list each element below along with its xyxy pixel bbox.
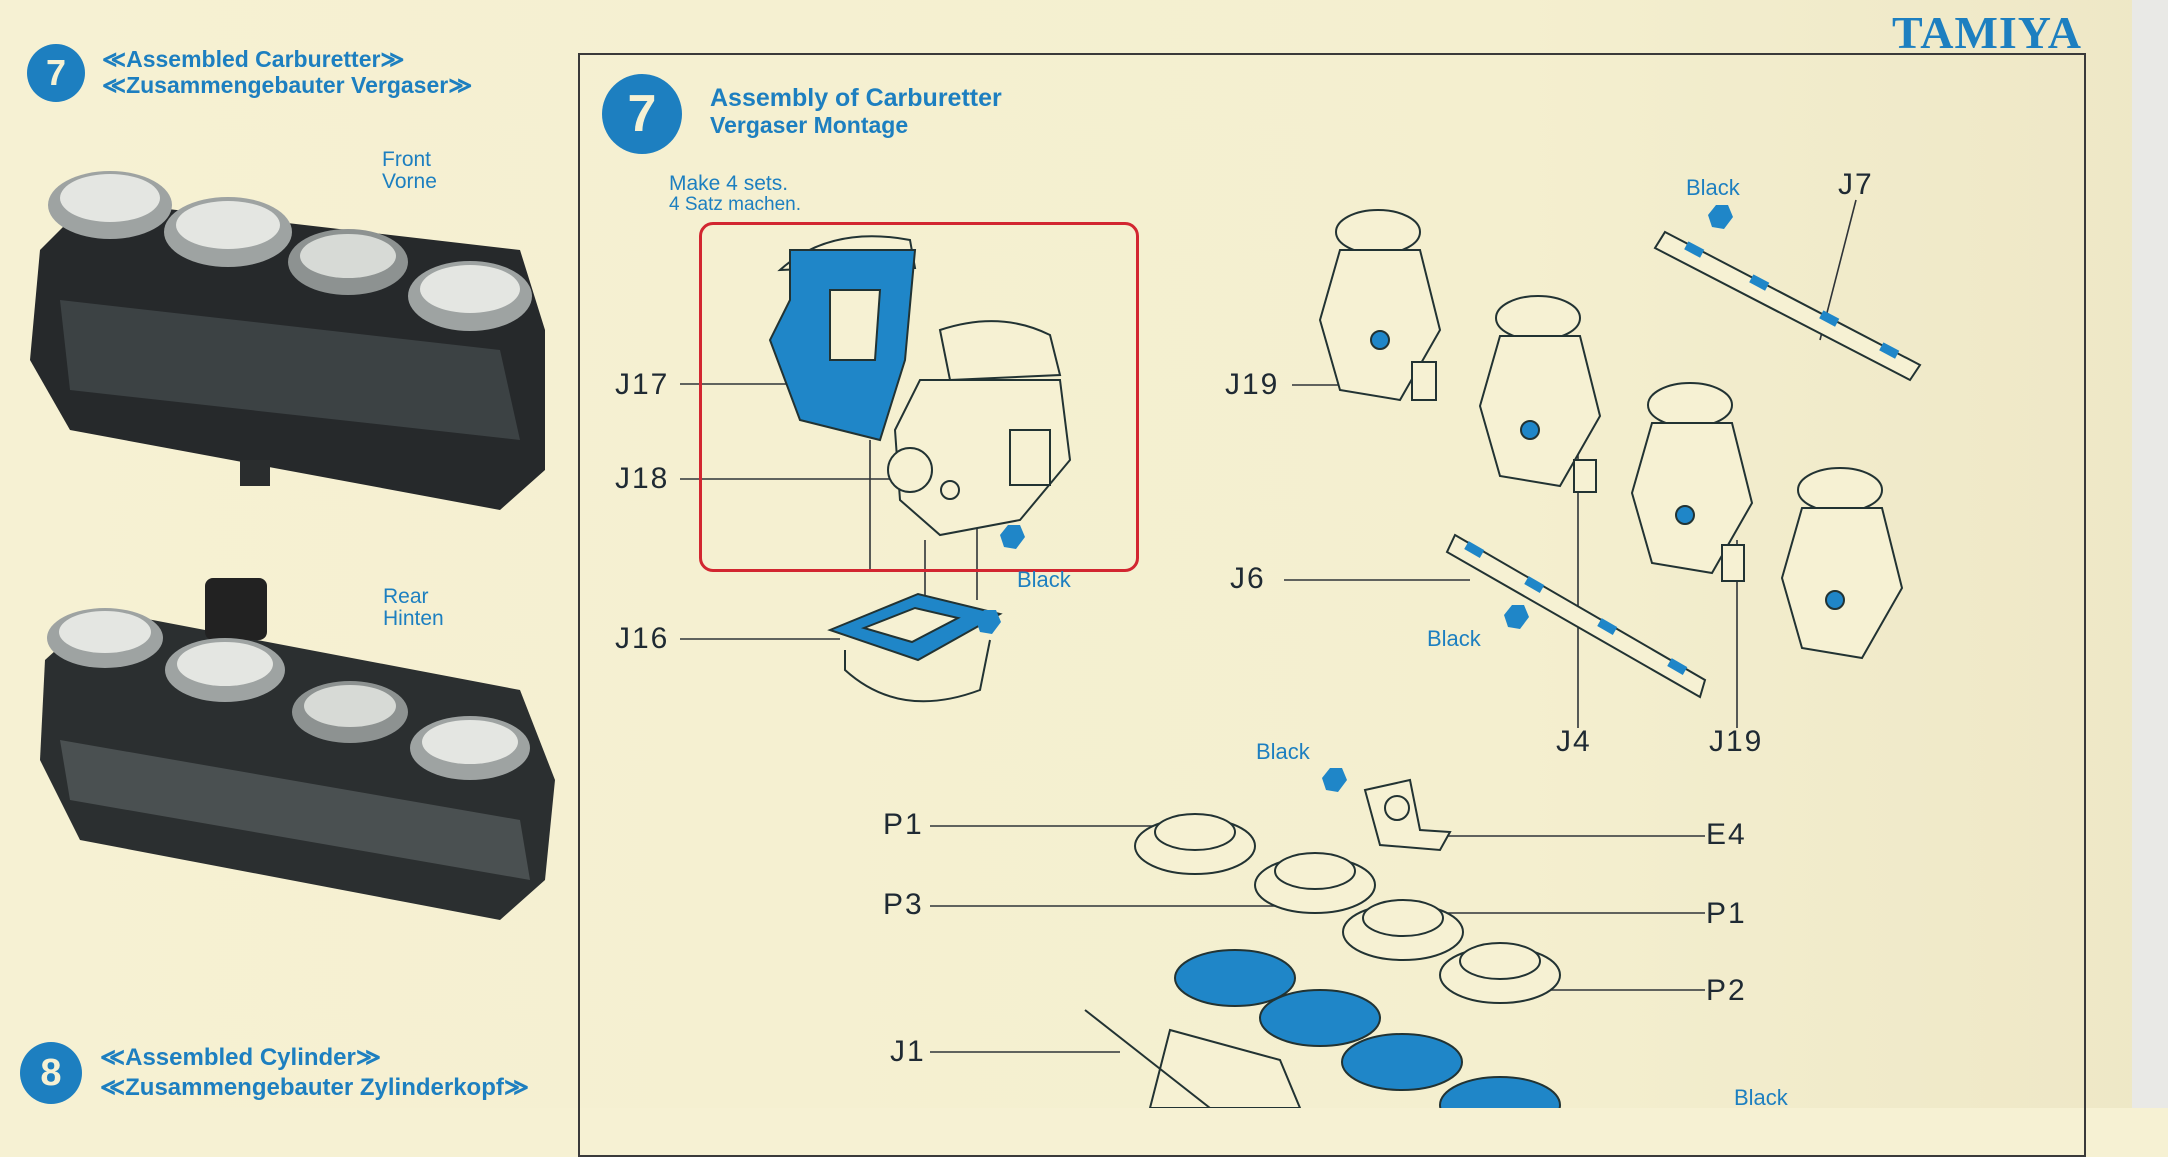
part-j7-drawing [1653,230,1922,382]
part-j16-drawing [827,592,1003,703]
part-label-p2: P2 [1706,974,1747,1007]
section-7-title-en: ≪Assembled Carburetter≫ [102,46,405,72]
part-label-j19-top: J19 [1225,368,1280,401]
callout-black-j7: Black [1686,175,1740,200]
section-8-title-de: ≪Zusammengebauter Zylinderkopf≫ [100,1074,529,1101]
step-title-en: Assembly of Carburetter [710,84,1002,112]
part-label-j17: J17 [615,368,670,401]
part-label-j19-bottom: J19 [1709,725,1764,758]
part-label-j1: J1 [890,1035,926,1068]
front-carburetter-photo [30,171,545,510]
front-label-en: Front [382,148,432,171]
note-en: Make 4 sets. [669,172,789,195]
part-label-j7: J7 [1838,168,1874,201]
callout-black-body: Black [1017,567,1071,592]
part-label-j16: J16 [615,622,670,655]
front-label-de: Vorne [382,170,437,193]
assembly-diagram [680,199,1922,1108]
section-7-title-de: ≪Zusammengebauter Vergaser≫ [102,72,473,98]
part-label-e4: E4 [1706,818,1747,851]
section-8-title-en: ≪Assembled Cylinder≫ [100,1044,381,1071]
diaphragm-stack-drawing [1084,813,1561,1108]
part-label-j18: J18 [615,462,670,495]
step-7-badge: 7 [602,74,682,154]
page-edge [2132,0,2168,1108]
rear-label-en: Rear [383,585,429,608]
black-paint-markers [976,205,1733,792]
callout-black-e4: Black [1256,739,1310,764]
part-label-p1-left: P1 [883,808,924,841]
callout-black-j6: Black [1427,626,1481,651]
note-de: 4 Satz machen. [669,194,802,215]
part-label-j4: J4 [1556,725,1592,758]
rear-carburetter-photo [40,578,555,920]
highlight-box [699,222,1139,572]
part-e4-drawing [1363,778,1452,852]
carburetter-body-drawing [768,235,1072,537]
section-8-badge: 8 [20,1042,82,1104]
part-label-p1-right: P1 [1706,897,1747,930]
step-title-de: Vergaser Montage [710,112,909,138]
part-label-p3: P3 [883,888,924,921]
section-7-badge: 7 [27,44,85,102]
brand-logo: TAMIYA [1891,7,2082,58]
rear-label-de: Hinten [383,607,444,630]
carburetter-row-drawing [1318,209,1904,660]
carburetter-photos [30,171,555,920]
part-j6-drawing [1445,533,1707,699]
part-label-j6: J6 [1230,562,1266,595]
callout-black-bottom: Black [1734,1085,1788,1110]
